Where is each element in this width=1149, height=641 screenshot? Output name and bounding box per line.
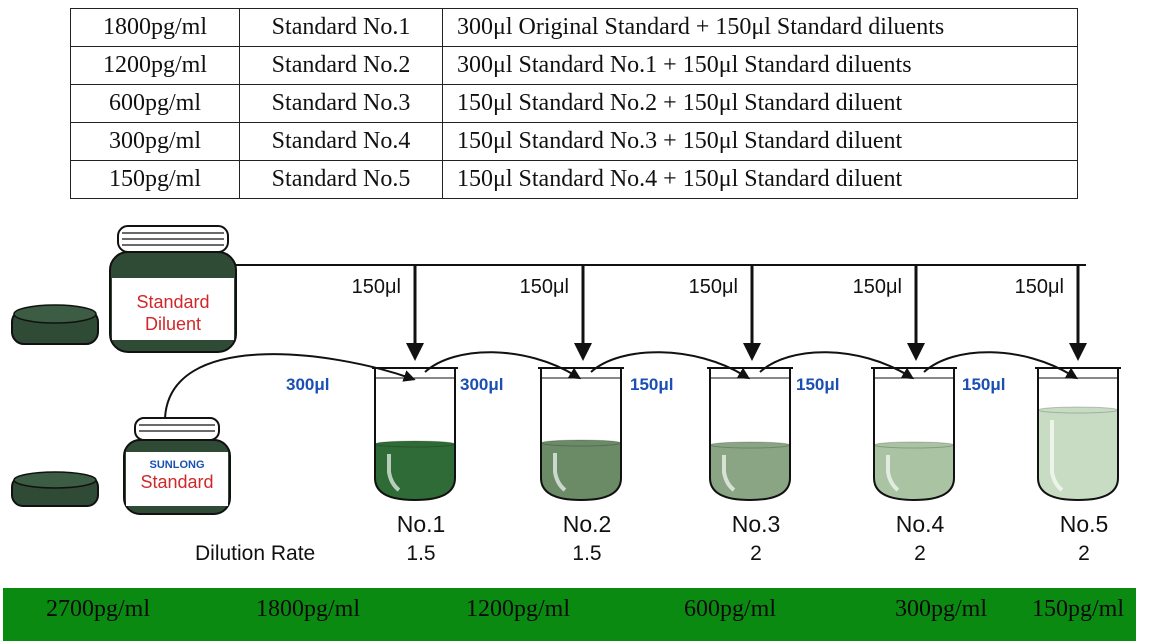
tube-liquid	[874, 445, 954, 500]
concentration-value: 300pg/ml	[894, 596, 988, 622]
concentration-value: 150pg/ml	[1031, 596, 1125, 622]
transfer-arrow	[923, 351, 1079, 380]
concentration-value: 2700pg/ml	[45, 596, 151, 622]
tube-name: No.1	[397, 511, 446, 537]
tube-glass	[540, 368, 622, 502]
tube-glass	[709, 368, 791, 502]
diluent-volume-label: 150μl	[352, 276, 401, 298]
concentration-value: 1200pg/ml	[465, 596, 571, 622]
tube-glass	[374, 368, 456, 502]
tube-liquid	[1038, 410, 1118, 500]
tube-liquid-surface	[709, 441, 791, 449]
diluent-jar: Standard Diluent	[109, 225, 237, 353]
standard-jar-brand: SUNLONG	[150, 459, 205, 471]
tube-glass	[873, 368, 955, 502]
tube-highlight	[722, 455, 736, 492]
dilution-rate-value: 1.5	[406, 542, 435, 565]
tube-highlight	[886, 455, 900, 492]
concentration-cell: 1800pg/ml	[70, 8, 240, 47]
preparation-cell: 150μl Standard No.2 + 150μl Standard dil…	[442, 84, 1078, 123]
concentration-value: 1800pg/ml	[255, 596, 361, 622]
transfer-arrow	[590, 351, 751, 380]
standard-name-cell: Standard No.3	[239, 84, 443, 123]
dilution-rate-value: 2	[914, 542, 926, 565]
concentration-cell: 300pg/ml	[70, 122, 240, 161]
tube-name: No.2	[563, 511, 612, 537]
dilution-rate-value: 1.5	[572, 542, 601, 565]
standard-jar-lid	[11, 471, 99, 507]
standard-jar-label: Standard	[140, 472, 213, 492]
diluent-jar-lid	[11, 304, 99, 345]
standard-name-cell: Standard No.4	[239, 122, 443, 161]
tubes-layer: 150μl300μlNo.11.5150μl300μlNo.21.5150μl1…	[286, 265, 1121, 565]
standard-name-cell: Standard No.1	[239, 8, 443, 47]
diluent-volume-label: 150μl	[853, 276, 902, 298]
diluent-jar-label-line1: Standard	[136, 292, 209, 312]
transfer-volume-label: 300μl	[286, 375, 330, 394]
tube-name: No.5	[1060, 511, 1109, 537]
preparation-cell: 300μl Standard No.1 + 150μl Standard dil…	[442, 46, 1078, 85]
preparation-cell: 150μl Standard No.3 + 150μl Standard dil…	[442, 122, 1078, 161]
concentration-value: 600pg/ml	[683, 596, 777, 622]
diluent-volume-label: 150μl	[689, 276, 738, 298]
standard-jar: SUNLONG Standard	[123, 417, 231, 515]
dilution-rate-label: Dilution Rate	[195, 542, 315, 565]
tube-liquid-surface	[374, 440, 456, 448]
tube-highlight	[553, 453, 567, 492]
transfer-arrow	[759, 351, 915, 380]
tube-liquid	[710, 445, 790, 500]
preparation-cell: 150μl Standard No.4 + 150μl Standard dil…	[442, 160, 1078, 199]
diluent-volume-label: 150μl	[520, 276, 569, 298]
standard-name-cell: Standard No.5	[239, 160, 443, 199]
diluent-jar-label-line2: Diluent	[145, 314, 201, 334]
tube-highlight	[387, 454, 401, 492]
tube-liquid-surface	[540, 439, 622, 447]
transfer-volume-label: 150μl	[796, 375, 840, 394]
concentration-cell: 150pg/ml	[70, 160, 240, 199]
transfer-arrow	[424, 351, 582, 380]
transfer-volume-label: 300μl	[460, 375, 504, 394]
tube-name: No.4	[896, 511, 945, 537]
dilution-rate-value: 2	[1078, 542, 1090, 565]
transfer-volume-label: 150μl	[962, 375, 1006, 394]
dilution-rate-value: 2	[750, 542, 762, 565]
transfer-volume-label: 150μl	[630, 375, 674, 394]
concentration-bar: 2700pg/ml 1800pg/ml 1200pg/ml 600pg/ml 300pg…	[3, 588, 1136, 641]
tube-glass	[1037, 368, 1119, 502]
tube-name: No.3	[732, 511, 781, 537]
tube-liquid-surface	[1037, 406, 1119, 414]
diluent-volume-label: 150μl	[1015, 276, 1064, 298]
tube-highlight	[1050, 420, 1064, 492]
tube-liquid-surface	[873, 441, 955, 449]
preparation-cell: 300μl Original Standard + 150μl Standard…	[442, 8, 1078, 47]
